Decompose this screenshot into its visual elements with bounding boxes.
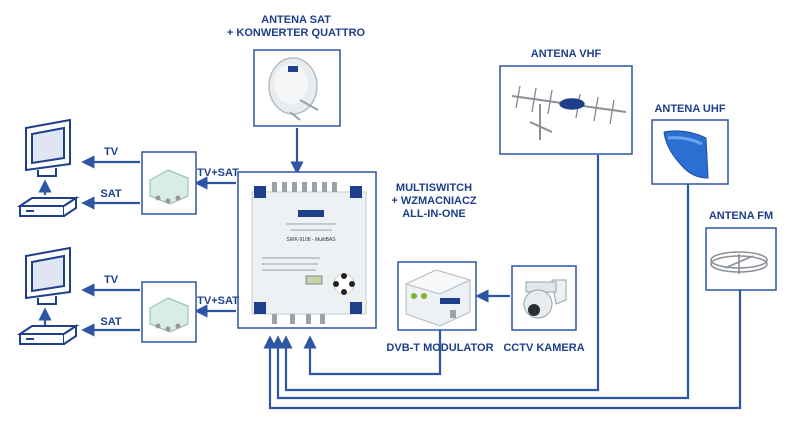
sat-antenna-label-line1: ANTENA SAT	[261, 14, 331, 26]
wire-uhf	[271, 183, 690, 400]
multiswitch-label-line3: ALL-IN-ONE	[402, 208, 466, 220]
wire-modulator	[303, 330, 442, 376]
fm-antenna-icon	[710, 251, 768, 274]
set-top-box-top-icon	[16, 196, 80, 217]
sat-top-label: SAT	[100, 188, 122, 200]
sat-antenna-label: ANTENA SAT + KONWERTER QUATTRO	[226, 14, 366, 40]
wire-vhf	[279, 155, 600, 392]
set-top-box-bottom-icon	[16, 324, 80, 345]
fm-antenna-label: ANTENA FM	[708, 210, 774, 222]
uhf-antenna-icon	[663, 130, 709, 179]
multiswitch-model-text: SWK-9108 - MultiBAS	[286, 237, 336, 243]
vhf-antenna-label: ANTENA VHF	[530, 48, 602, 60]
multiswitch-label: MULTISWITCH + WZMACNIACZ ALL-IN-ONE	[384, 182, 484, 221]
cctv-camera-icon	[523, 279, 567, 319]
multiswitch-label-line1: MULTISWITCH	[395, 182, 473, 194]
modulator-label: DVB-T MODULATOR	[386, 342, 494, 354]
tv-monitor-bottom-icon	[25, 246, 71, 305]
splitter-top-icon	[149, 169, 189, 205]
tvsat-bottom-label: TV+SAT	[197, 295, 239, 307]
tvsat-top-label: TV+SAT	[197, 167, 239, 179]
modulator-device-icon	[404, 269, 472, 327]
cctv-label: CCTV KAMERA	[503, 342, 585, 354]
sat-bottom-label: SAT	[100, 316, 122, 328]
tv-monitor-top-icon	[25, 118, 71, 177]
wire-fm	[263, 290, 742, 410]
uhf-antenna-label: ANTENA UHF	[654, 103, 726, 115]
satellite-dish-icon	[268, 57, 319, 121]
tv-top-label: TV	[103, 146, 119, 158]
sat-antenna-label-line2: + KONWERTER QUATTRO	[226, 27, 366, 39]
vhf-antenna-icon	[511, 85, 627, 140]
splitter-bottom-icon	[149, 297, 189, 333]
tv-bottom-label: TV	[103, 274, 119, 286]
multiswitch-device-icon: SWK-9108 - MultiBAS	[251, 182, 367, 324]
multiswitch-label-line2: + WZMACNIACZ	[391, 195, 477, 207]
